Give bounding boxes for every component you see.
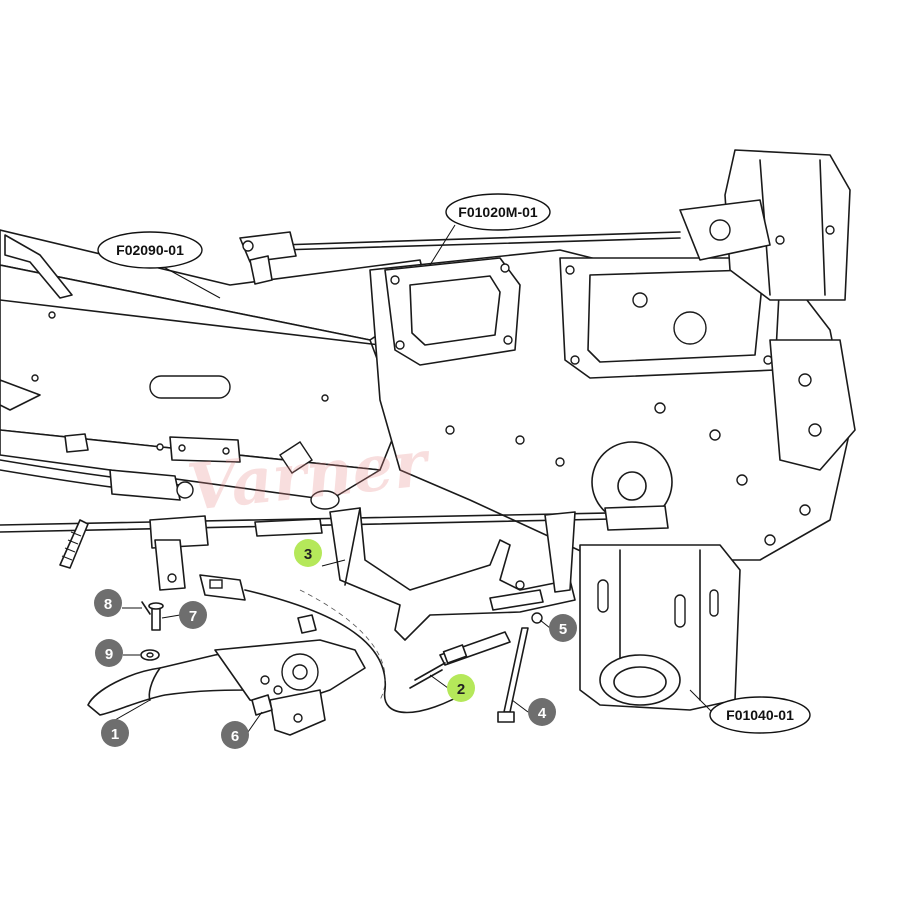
part-number-7: 7 [161, 601, 207, 629]
callout-f01020m: F01020M-01 [429, 193, 551, 266]
upper-right-shaft [679, 149, 851, 301]
part-number-1: 1 [101, 699, 151, 747]
brake-cables [0, 459, 669, 714]
return-spring [59, 519, 89, 569]
svg-text:6: 6 [231, 728, 239, 745]
callout-f02090: F02090-01 [97, 231, 221, 299]
part-number-3: 3 [294, 539, 346, 567]
lower-axle-housing [579, 544, 741, 711]
part-number-5: 5 [539, 614, 577, 642]
small-hardware [140, 574, 317, 661]
part-number-6: 6 [221, 711, 263, 749]
part-number-9: 9 [95, 639, 140, 667]
svg-text:8: 8 [104, 596, 112, 613]
transmission-housing [369, 249, 856, 561]
part-1-handbrake-lever [87, 639, 366, 736]
svg-text:9: 9 [105, 646, 113, 663]
svg-text:2: 2 [457, 681, 465, 698]
assembly-label-f01020m: F01020M-01 [458, 204, 538, 220]
assembly-label-f02090: F02090-01 [116, 242, 184, 258]
svg-text:1: 1 [111, 726, 119, 743]
svg-text:4: 4 [538, 705, 547, 722]
part-4-long-bolt [497, 627, 529, 723]
part-2-cable-fitting [409, 631, 511, 689]
part-number-8: 8 [94, 589, 142, 617]
svg-text:7: 7 [189, 608, 197, 625]
svg-text:5: 5 [559, 621, 567, 638]
upper-control-rod [239, 231, 681, 285]
assembly-label-f01040: F01040-01 [726, 707, 794, 723]
part-number-4: 4 [511, 698, 556, 726]
part-5-fitting [489, 589, 544, 624]
svg-text:3: 3 [304, 546, 312, 563]
part-number-2: 2 [429, 674, 475, 702]
part-7-pin [151, 607, 161, 631]
part-8-cotter [141, 601, 151, 615]
chassis-frame [0, 229, 431, 510]
callout-f01040: F01040-01 [689, 689, 811, 734]
